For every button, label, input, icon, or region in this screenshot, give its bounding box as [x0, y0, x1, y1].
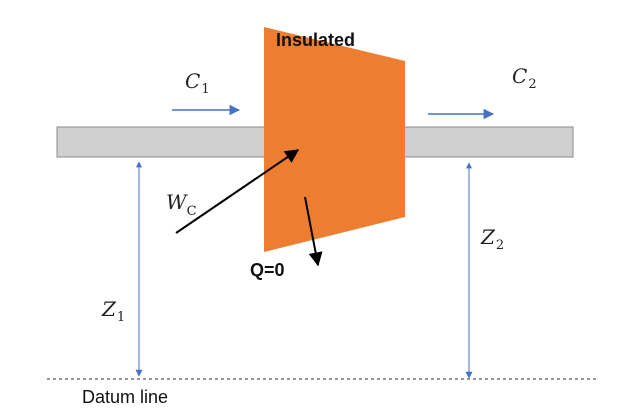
- c2-label: C2: [512, 64, 537, 92]
- z2-main: Z: [480, 225, 496, 249]
- c1-main: C: [185, 69, 200, 93]
- c2-sub: 2: [528, 77, 536, 92]
- heat-arrow: [304, 196, 323, 267]
- c2-main: C: [512, 64, 527, 88]
- insulated-label: Insulated: [276, 30, 355, 50]
- wc-main: W: [166, 190, 188, 214]
- datum-line-label: Datum line: [82, 387, 168, 407]
- z2-label: Z2: [480, 225, 504, 253]
- z1-sub: 1: [117, 310, 125, 325]
- work-input-arrow: [175, 149, 300, 234]
- c1-sub: 1: [201, 82, 209, 97]
- compressor-body: [264, 27, 405, 252]
- c1-label: C1: [185, 69, 210, 97]
- q-label: Q=0: [250, 260, 285, 280]
- z1-main: Z: [101, 297, 117, 321]
- wc-sub: C: [187, 204, 197, 219]
- z2-sub: 2: [496, 238, 504, 253]
- z1-label: Z1: [101, 297, 125, 325]
- wc-label: WC: [166, 190, 197, 219]
